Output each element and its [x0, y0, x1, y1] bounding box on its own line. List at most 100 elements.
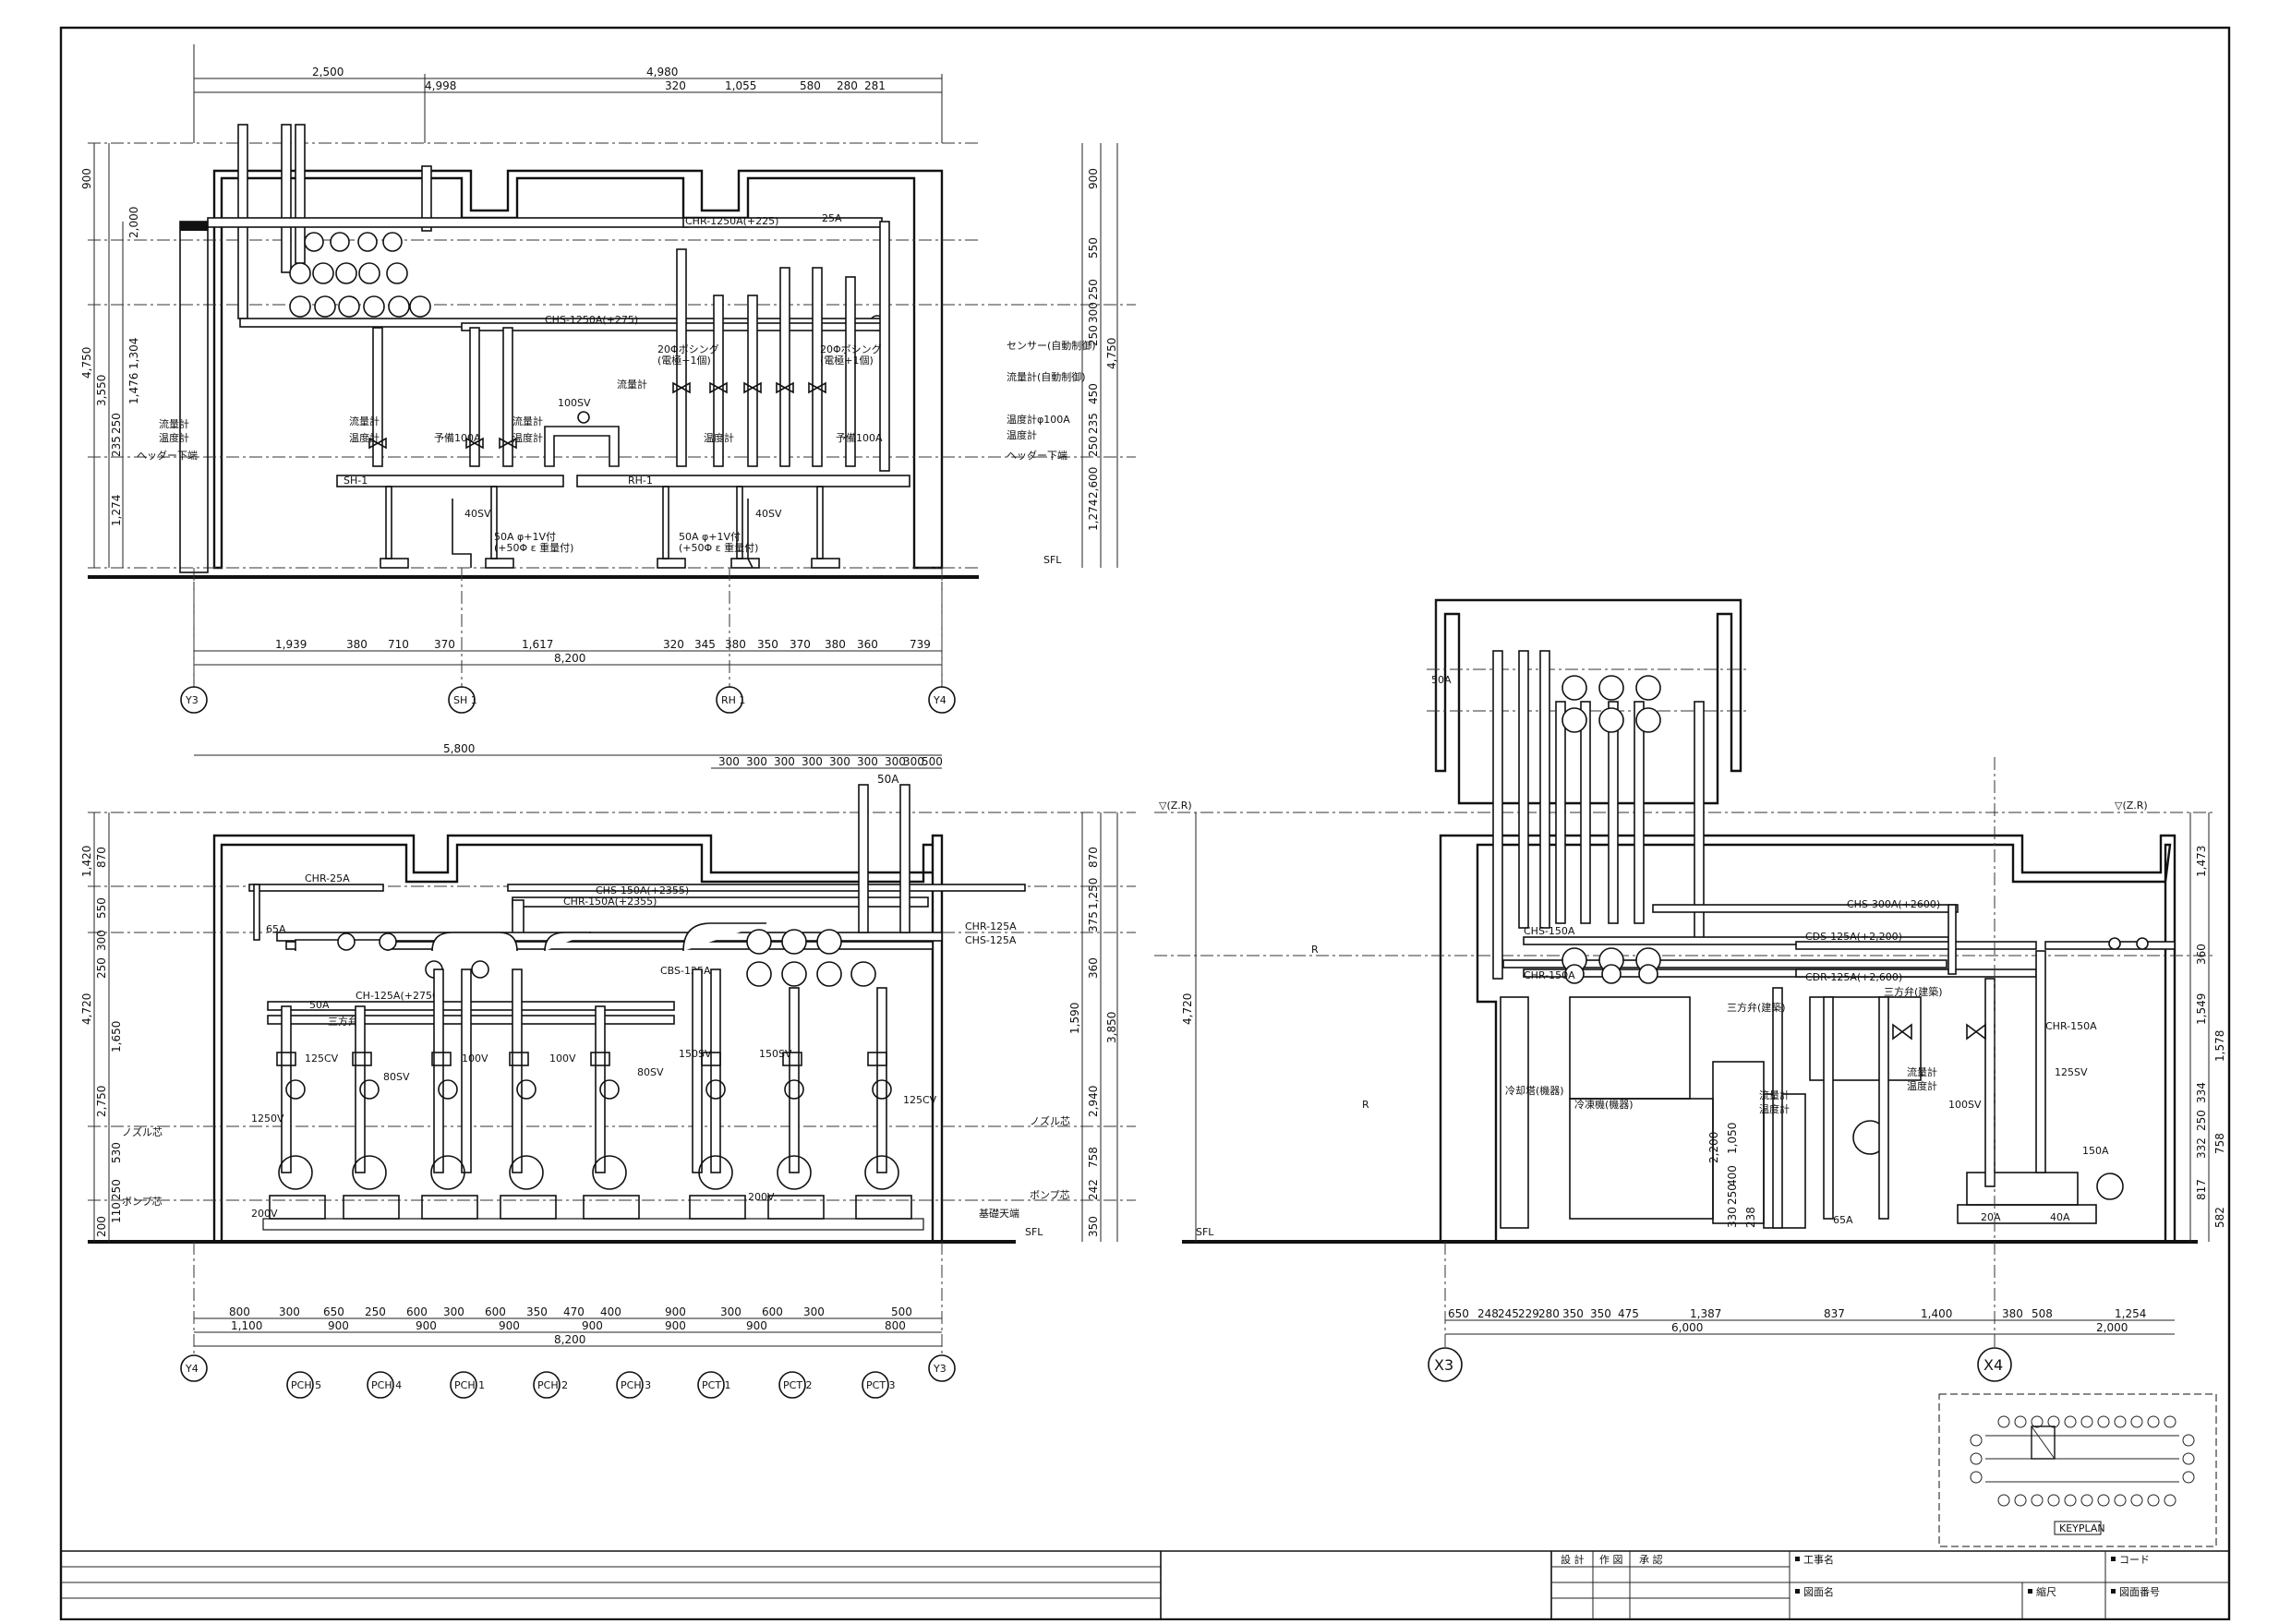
svg-text:3,550: 3,550 [95, 375, 108, 406]
svg-text:PCT 3: PCT 3 [866, 1379, 896, 1391]
svg-text:ボンプ芯: ボンプ芯 [1030, 1188, 1070, 1201]
svg-text:900: 900 [499, 1319, 520, 1332]
title-block: 設 計 作 図 承 認 工事名 図面名 縮尺 コード 図面番号 [61, 1550, 2229, 1619]
dim-sub-1: 4,998 [425, 79, 456, 92]
svg-text:CHR-150A: CHR-150A [2045, 1020, 2097, 1032]
svg-text:温度計: 温度計 [349, 431, 380, 444]
svg-text:CHS-300A(+2600): CHS-300A(+2600) [1847, 898, 1940, 910]
svg-text:250: 250 [1087, 325, 1100, 346]
svg-text:20Φボシング: 20Φボシング [657, 343, 719, 355]
svg-text:900: 900 [328, 1319, 349, 1332]
svg-text:ノズル芯: ノズル芯 [1030, 1114, 1070, 1127]
svg-text:125SV: 125SV [2055, 1066, 2088, 1078]
svg-text:4,720: 4,720 [1181, 993, 1194, 1025]
svg-text:300: 300 [95, 930, 108, 951]
svg-text:150SV: 150SV [759, 1048, 792, 1060]
svg-text:温度計: 温度計 [704, 431, 734, 444]
svg-text:PCT 2: PCT 2 [783, 1379, 813, 1391]
svg-text:870: 870 [95, 847, 108, 868]
label-header-ch: CHR-1250A(+225) [685, 215, 778, 227]
front-view: 5,800 300 300 300 300 300 300 300 300 50… [80, 742, 1136, 1399]
svg-text:550: 550 [95, 897, 108, 919]
svg-text:Y3: Y3 [933, 1363, 947, 1375]
svg-text:900: 900 [582, 1319, 603, 1332]
label-rh: RH-1 [628, 475, 653, 487]
svg-text:ノズル芯: ノズル芯 [122, 1125, 163, 1138]
svg-text:三方弁(建築): 三方弁(建築) [1727, 1001, 1786, 1014]
svg-text:508: 508 [2032, 1307, 2053, 1320]
svg-text:330: 330 [1726, 1207, 1739, 1228]
svg-text:50A φ+1V付: 50A φ+1V付 [494, 531, 556, 543]
front-right-dims: 870 1,250 375 360 1,590 3,850 2,940 758 … [1068, 847, 1118, 1237]
svg-text:6,000: 6,000 [1671, 1321, 1703, 1334]
top-axes: Y3 SH 1 RH 1 Y4 [180, 568, 956, 714]
svg-text:280: 280 [1538, 1307, 1560, 1320]
svg-text:345: 345 [694, 638, 716, 651]
svg-text:温度計: 温度計 [159, 431, 189, 444]
svg-text:R: R [1362, 1099, 1369, 1111]
svg-text:20A: 20A [1981, 1211, 2001, 1223]
dim-sub-3: 1,055 [725, 79, 756, 92]
svg-text:500: 500 [922, 755, 943, 768]
section-labels: CHS-300A(+2600) CHS-150A CHR-150A CDS-12… [1362, 674, 2109, 1226]
svg-text:PCH 4: PCH 4 [371, 1379, 402, 1391]
svg-text:1,250: 1,250 [1087, 878, 1100, 909]
svg-text:PCT 1: PCT 1 [702, 1379, 731, 1391]
svg-text:20Φボシング: 20Φボシング [820, 343, 882, 355]
label-sh: SH-1 [344, 475, 368, 487]
svg-text:2,200: 2,200 [1707, 1132, 1720, 1163]
header-rh [576, 475, 910, 487]
svg-text:650: 650 [1448, 1307, 1469, 1320]
svg-text:1,549: 1,549 [2195, 993, 2208, 1025]
svg-text:800: 800 [885, 1319, 906, 1332]
r-left: R [1311, 944, 1319, 956]
top-supports [380, 486, 840, 569]
svg-text:800: 800 [229, 1305, 250, 1318]
svg-text:900: 900 [80, 168, 93, 189]
svg-text:150A: 150A [2082, 1145, 2109, 1157]
dim-sub-6: 281 [864, 79, 886, 92]
svg-text:1,400: 1,400 [1921, 1307, 1952, 1320]
svg-text:600: 600 [406, 1305, 428, 1318]
svg-text:300: 300 [1087, 302, 1100, 323]
svg-text:300: 300 [802, 755, 823, 768]
svg-text:300: 300 [903, 755, 924, 768]
svg-text:370: 370 [790, 638, 811, 651]
svg-text:125CV: 125CV [903, 1094, 937, 1106]
tb-code: コード [2119, 1554, 2150, 1566]
svg-text:300: 300 [720, 1305, 742, 1318]
svg-text:470: 470 [563, 1305, 585, 1318]
svg-text:CHS-125A: CHS-125A [965, 934, 1017, 946]
svg-text:2,000: 2,000 [2096, 1321, 2128, 1334]
svg-text:550: 550 [1087, 237, 1100, 259]
top-labels: 100SV 20Φボシング (電極+1個) 20Φボシング (電極+1個) 流量… [137, 212, 1096, 566]
svg-text:400: 400 [600, 1305, 621, 1318]
svg-text:334: 334 [2195, 1082, 2208, 1103]
svg-text:50A: 50A [1431, 674, 1452, 686]
front-top-circles [337, 929, 876, 987]
svg-text:流量計: 流量計 [617, 378, 647, 391]
svg-text:冷却塔(機器): 冷却塔(機器) [1505, 1084, 1564, 1097]
front-small-labels: 125CV 80SV 100V 100V 80SV 150SV 150SV 12… [122, 1048, 1070, 1238]
svg-text:8,200: 8,200 [554, 1333, 585, 1346]
svg-text:582: 582 [2213, 1207, 2226, 1228]
svg-text:250: 250 [110, 1179, 123, 1200]
svg-text:360: 360 [1087, 957, 1100, 979]
svg-text:CBS-125A: CBS-125A [660, 965, 711, 977]
front-pipe-labels: CHR-25A CHS-150A(+2355) CHR-150A(+2355) … [266, 872, 1017, 1028]
svg-text:(+50Φ ε 重量付): (+50Φ ε 重量付) [679, 541, 758, 554]
svg-text:2,750: 2,750 [95, 1086, 108, 1117]
svg-text:900: 900 [746, 1319, 767, 1332]
svg-text:予備100A: 予備100A [836, 432, 883, 444]
svg-text:25A: 25A [822, 212, 842, 224]
front-bottom-dims: 800 300 650 250 600 300 600 350 470 400 … [229, 1305, 912, 1346]
front-left-dims: 1,420 870 550 300 250 4,720 1,650 2,750 … [80, 846, 123, 1237]
sheet-border [59, 26, 2231, 1621]
front-pumps [262, 1155, 924, 1231]
svg-text:380: 380 [725, 638, 746, 651]
tb-number: 図面番号 [2119, 1586, 2160, 1598]
svg-text:200V: 200V [251, 1208, 278, 1220]
svg-text:RH 1: RH 1 [721, 694, 745, 706]
svg-text:250: 250 [1726, 1184, 1739, 1205]
